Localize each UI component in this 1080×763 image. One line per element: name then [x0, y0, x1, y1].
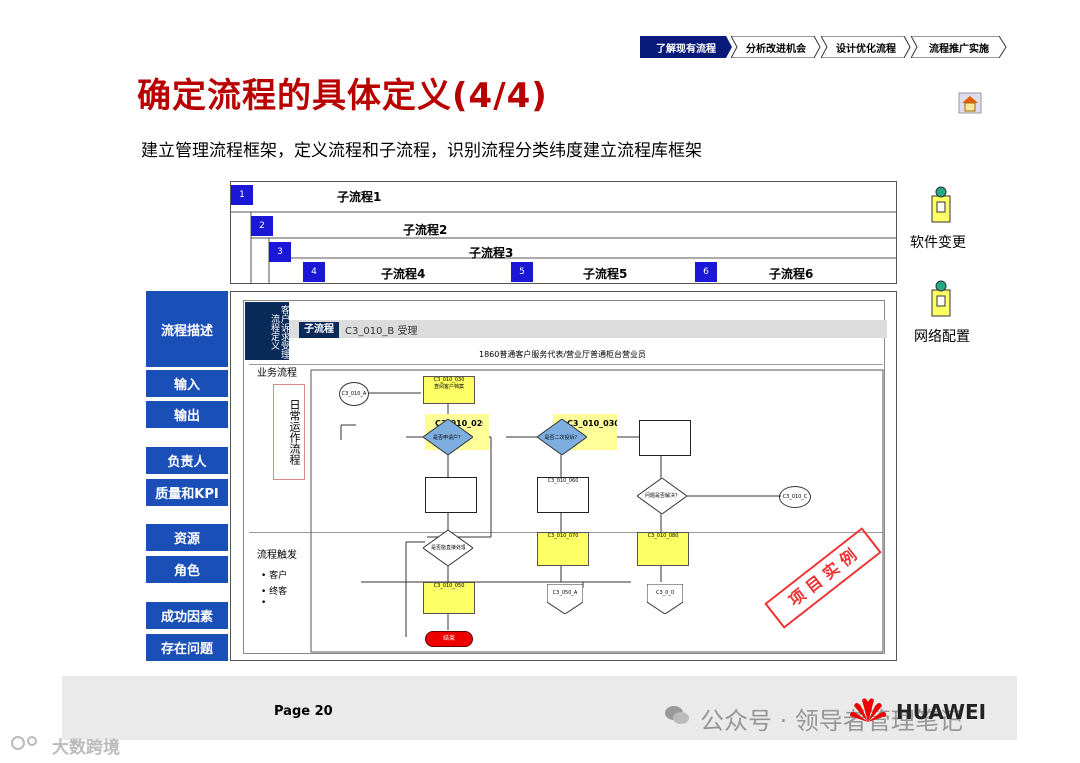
sidebar-process-description[interactable]: 流程描述	[146, 291, 228, 367]
watermark-bottom: 大数跨境	[52, 738, 120, 758]
sidebar-input[interactable]: 输入	[146, 370, 228, 397]
subprocess-label-1: 子流程1	[337, 190, 382, 204]
sidebar-issues[interactable]: 存在问题	[146, 634, 228, 661]
network-config-label: 网络配置	[914, 329, 970, 345]
detail-side-title: 客户诉求受理流程定义	[245, 302, 289, 360]
flow-node-020-code: C3_010_020	[435, 419, 483, 428]
flow-decision-030b-q: 是否二次投诉？	[544, 435, 580, 441]
flow-offpage-b-label: C3_0_0	[655, 590, 675, 596]
sidebar-owner[interactable]: 负责人	[146, 447, 228, 474]
network-config-icon[interactable]	[928, 280, 954, 320]
detail-sub-label: 子流程	[299, 322, 339, 338]
huawei-logo-icon	[848, 694, 888, 724]
bullet-2: • 终客	[261, 587, 288, 597]
software-change-icon[interactable]	[928, 186, 954, 226]
step-4[interactable]: 流程推广实施	[911, 36, 1007, 58]
sidebar-success-factors[interactable]: 成功因素	[146, 602, 228, 629]
flow-decision-solve	[637, 478, 687, 514]
flow-decision-020	[423, 419, 473, 455]
process-detail-panel: 客户诉求受理流程定义 子流程 C3_010_B 受理 1860普通客户服务代表/…	[230, 291, 897, 661]
flow-node-080-box	[639, 420, 691, 456]
flow-decision-resolve	[423, 530, 473, 566]
subprocess-num-1: 1	[231, 185, 253, 205]
flow-decision-020-q: 是否申请户？	[432, 435, 463, 441]
subprocess-label-6: 子流程6	[769, 267, 814, 281]
page-subtitle: 建立管理流程框架，定义流程和子流程，识别流程分类纬度建立流程库框架	[141, 141, 702, 161]
step-3[interactable]: 设计优化流程	[821, 36, 911, 58]
flow-decision-resolve-q: 是否能直接处理？	[431, 545, 465, 551]
flow-node-060: C3_010_060	[537, 477, 589, 513]
flow-node-070: C3_010_070	[537, 532, 589, 566]
flow-node-050: C3_010_050	[423, 582, 475, 614]
subprocess-label-5: 子流程5	[583, 267, 628, 281]
subprocess-label-2: 子流程2	[403, 223, 448, 237]
subprocess-num-2: 2	[251, 216, 273, 236]
role-line: 1860普通客户服务代表/营业厅普通柜台营业员	[479, 350, 647, 359]
flow-offpage-a	[547, 584, 583, 614]
flow-decision-solve-q: 问题是否解决？	[645, 493, 679, 499]
trigger-label: 流程触发	[257, 550, 297, 561]
flow-connectors	[310, 369, 884, 653]
flow-offpage-b	[647, 584, 683, 614]
step-1-current[interactable]: 了解现有流程	[640, 36, 732, 58]
daily-ops-label: 日常运作流程	[273, 384, 305, 480]
business-label: 业务流程	[257, 368, 297, 379]
subprocess-label-4: 子流程4	[381, 267, 426, 281]
subprocess-label-3: 子流程3	[469, 246, 514, 260]
flow-end-c-node: C3_010_C	[779, 486, 811, 508]
sidebar-quality-kpi[interactable]: 质量和KPI	[146, 479, 228, 506]
bullet-1: • 客户	[261, 571, 288, 581]
flow-node-030b-code: C3_010_030	[567, 419, 617, 428]
flow-offpage-a-label: C3_050_A	[552, 590, 578, 596]
flow-end-node: 结束	[425, 631, 473, 647]
sidebar-roles[interactable]: 角色	[146, 556, 228, 583]
page-title: 确定流程的具体定义(4/4)	[137, 76, 548, 116]
watermark-wechat: 公众号 · 领导者管理笔记	[700, 707, 963, 735]
flow-node-080: C3_010_080	[637, 532, 689, 566]
software-change-label: 软件变更	[910, 235, 966, 251]
sidebar-output[interactable]: 输出	[146, 401, 228, 428]
subprocess-panel: 1 子流程1 2 子流程2 3 子流程3 4 子流程4 5 子流程5 6 子流程…	[230, 181, 897, 284]
step-2[interactable]: 分析改进机会	[731, 36, 821, 58]
wechat-icon	[664, 704, 690, 726]
sidebar-resources[interactable]: 资源	[146, 524, 228, 551]
subprocess-num-5: 5	[511, 262, 533, 282]
subprocess-num-4: 4	[303, 262, 325, 282]
home-icon[interactable]	[958, 92, 982, 114]
page-number: Page 20	[274, 704, 333, 719]
detail-code: C3_010_B 受理	[345, 326, 418, 337]
subprocess-num-6: 6	[695, 262, 717, 282]
subprocess-num-3: 3	[269, 242, 291, 262]
flow-node-040	[425, 477, 477, 513]
flow-start-node: C3_010_A	[339, 382, 369, 406]
watermark-logo-icon	[10, 734, 46, 752]
huawei-brand: HUAWEI	[896, 700, 987, 724]
flow-decision-030b	[537, 419, 587, 455]
